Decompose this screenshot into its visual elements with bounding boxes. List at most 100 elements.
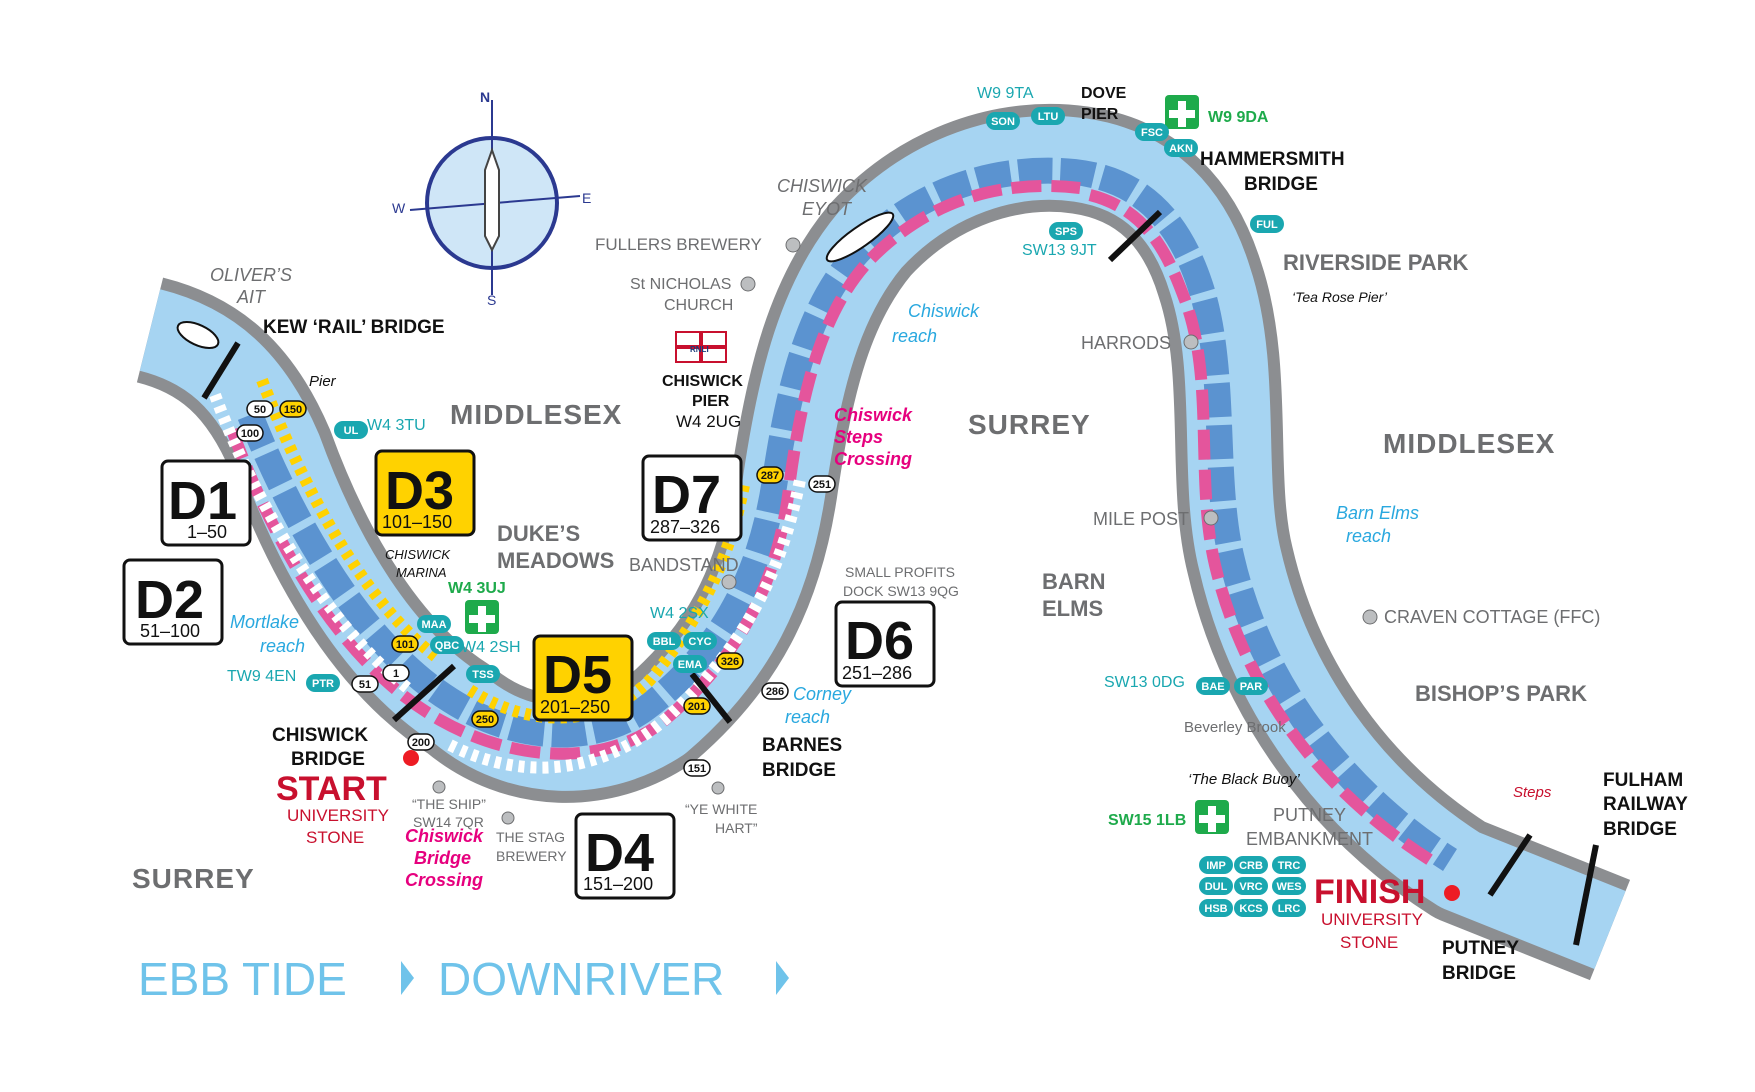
station-marker-m101: 101 bbox=[391, 635, 419, 653]
reach-chiswick-2: reach bbox=[892, 326, 937, 346]
postcode-sw13-0dg: SW13 0DG bbox=[1104, 674, 1185, 691]
crossing-bridge-3: Crossing bbox=[405, 870, 483, 890]
station-marker-text-m150: 150 bbox=[284, 404, 302, 416]
division-d6-range: 251–286 bbox=[842, 663, 912, 683]
bridge-hammersmith-1: HAMMERSMITH bbox=[1200, 149, 1345, 170]
start-sub-2: STONE bbox=[306, 828, 364, 847]
club-chip-text-trc: TRC bbox=[1278, 860, 1301, 872]
white-chevrons-b bbox=[447, 478, 806, 774]
station-marker-text-m151: 151 bbox=[688, 763, 706, 775]
landmark-olivers-1: OLIVER’S bbox=[210, 265, 292, 285]
milepost-marker-icon bbox=[1203, 510, 1219, 526]
yellow-chevrons bbox=[256, 377, 444, 665]
rnli-text: RNLI bbox=[690, 345, 709, 354]
landmark-stnic-1: St NICHOLAS bbox=[630, 276, 731, 293]
landmark-putneyemb-1: PUTNEY bbox=[1273, 805, 1346, 825]
station-marker-text-m287: 287 bbox=[761, 470, 779, 482]
region-middlesex-left: MIDDLESEX bbox=[450, 399, 622, 430]
station-marker-m326: 326 bbox=[716, 652, 744, 670]
craven-marker-icon bbox=[1362, 609, 1378, 625]
station-marker-text-m101: 101 bbox=[396, 639, 414, 651]
station-marker-text-m200: 200 bbox=[412, 737, 430, 749]
club-chip-text-wes: WES bbox=[1276, 881, 1301, 893]
reach-mortlake-1: Mortlake bbox=[230, 612, 299, 632]
landmark-bandstand: BANDSTAND bbox=[629, 555, 739, 575]
club-chip-imp: IMP bbox=[1199, 856, 1233, 874]
club-chip-vrc: VRC bbox=[1234, 877, 1268, 895]
landmark-fulham-flats-1: Fulham bbox=[1299, 476, 1321, 521]
region-surrey-left: SURREY bbox=[132, 863, 255, 894]
landmark-fullers: FULLERS BREWERY bbox=[595, 235, 762, 254]
club-chip-wes: WES bbox=[1272, 877, 1306, 895]
compass-w: W bbox=[392, 200, 406, 216]
station-marker-text-m50: 50 bbox=[254, 404, 266, 416]
landmark-stag-1: THE STAG bbox=[496, 829, 565, 845]
compass: N E S W bbox=[392, 89, 591, 308]
start-marker-icon bbox=[403, 750, 419, 766]
pier-chiswick-2: PIER bbox=[692, 393, 730, 410]
bridge-putney-2: BRIDGE bbox=[1442, 963, 1516, 984]
landmark-yewhite-2: HART” bbox=[715, 820, 758, 836]
club-chip-ema: EMA bbox=[673, 655, 707, 673]
putney-bridge-line bbox=[1487, 833, 1533, 897]
club-chip-crb: CRB bbox=[1234, 856, 1268, 874]
rnli-flag-icon: RNLI bbox=[675, 331, 727, 363]
tide-title: EBB TIDE DOWNRIVER bbox=[138, 953, 789, 1005]
bridge-barnes-1: BARNES bbox=[762, 735, 842, 756]
crossing-steps-2: Steps bbox=[834, 427, 883, 447]
landmark-ship-2: SW14 7QR bbox=[413, 814, 484, 830]
bridge-barnes-2: BRIDGE bbox=[762, 760, 836, 781]
club-chip-text-ul: UL bbox=[344, 425, 359, 437]
landmark-yewhite-1: “YE WHITE bbox=[685, 801, 757, 817]
crossing-steps-1: Chiswick bbox=[834, 405, 913, 425]
fullers-marker-icon bbox=[785, 237, 801, 253]
division-d6: D6 251–286 bbox=[834, 600, 936, 688]
reach-corney-1: Corney bbox=[793, 684, 852, 704]
area-dukes-2: MEADOWS bbox=[497, 548, 614, 573]
crossing-steps-3: Crossing bbox=[834, 449, 912, 469]
barnes-bridge-line bbox=[689, 672, 733, 724]
division-d4-name: D4 bbox=[585, 823, 654, 883]
station-marker-m51: 51 bbox=[351, 675, 379, 693]
club-chip-text-ptr: PTR bbox=[312, 678, 334, 690]
division-d5-name: D5 bbox=[543, 645, 612, 705]
bridge-hammersmith-2: BRIDGE bbox=[1244, 174, 1318, 195]
station-marker-text-m326: 326 bbox=[721, 656, 739, 668]
landmark-spd-2: DOCK SW13 9QG bbox=[843, 583, 959, 599]
pier-dove-2: PIER bbox=[1081, 106, 1119, 123]
division-d7-range: 287–326 bbox=[650, 517, 720, 537]
olivers-ait bbox=[176, 321, 220, 349]
area-barn-1: BARN bbox=[1042, 569, 1106, 594]
club-chip-text-crb: CRB bbox=[1239, 860, 1263, 872]
landmark-eyot-1: CHISWICK bbox=[777, 176, 868, 196]
station-marker-m286: 286 bbox=[761, 682, 789, 700]
play-arrow-icon bbox=[776, 961, 789, 995]
landmark-steps: Steps bbox=[1513, 784, 1552, 801]
club-chip-trc: TRC bbox=[1272, 856, 1306, 874]
club-chip-cyc: CYC bbox=[683, 632, 717, 650]
station-marker-text-m251: 251 bbox=[813, 479, 831, 491]
station-marker-text-m250: 250 bbox=[476, 714, 494, 726]
crossing-bridge-1: Chiswick bbox=[405, 826, 484, 846]
area-riverside: RIVERSIDE PARK bbox=[1283, 250, 1469, 275]
postcode-w4-3uj: W4 3UJ bbox=[448, 580, 506, 597]
landmark-spd-1: SMALL PROFITS bbox=[845, 564, 955, 580]
crossing-bridge-2: Bridge bbox=[414, 848, 471, 868]
division-d7: D7 287–326 bbox=[641, 454, 743, 542]
title-part1: EBB TIDE bbox=[138, 953, 347, 1005]
postcode-w4-2sx: W4 2SX bbox=[650, 605, 709, 622]
area-bishops: BISHOP’S PARK bbox=[1415, 681, 1587, 706]
fulham-bridge-line bbox=[1573, 844, 1599, 946]
landmark-marina-1: CHISWICK bbox=[385, 547, 451, 562]
division-d6-name: D6 bbox=[845, 611, 914, 671]
club-chip-kcs: KCS bbox=[1234, 899, 1268, 917]
club-chip-text-vrc: VRC bbox=[1239, 881, 1262, 893]
finish-sub-1: UNIVERSITY bbox=[1321, 910, 1423, 929]
pier-chiswick-1: CHISWICK bbox=[662, 373, 743, 390]
station-marker-text-m100: 100 bbox=[241, 428, 259, 440]
play-arrow-icon bbox=[401, 961, 414, 995]
club-chip-sps: SPS bbox=[1049, 222, 1083, 240]
club-chip-son: SON bbox=[986, 112, 1020, 130]
landmark-eyot-2: EYOT bbox=[802, 199, 853, 219]
